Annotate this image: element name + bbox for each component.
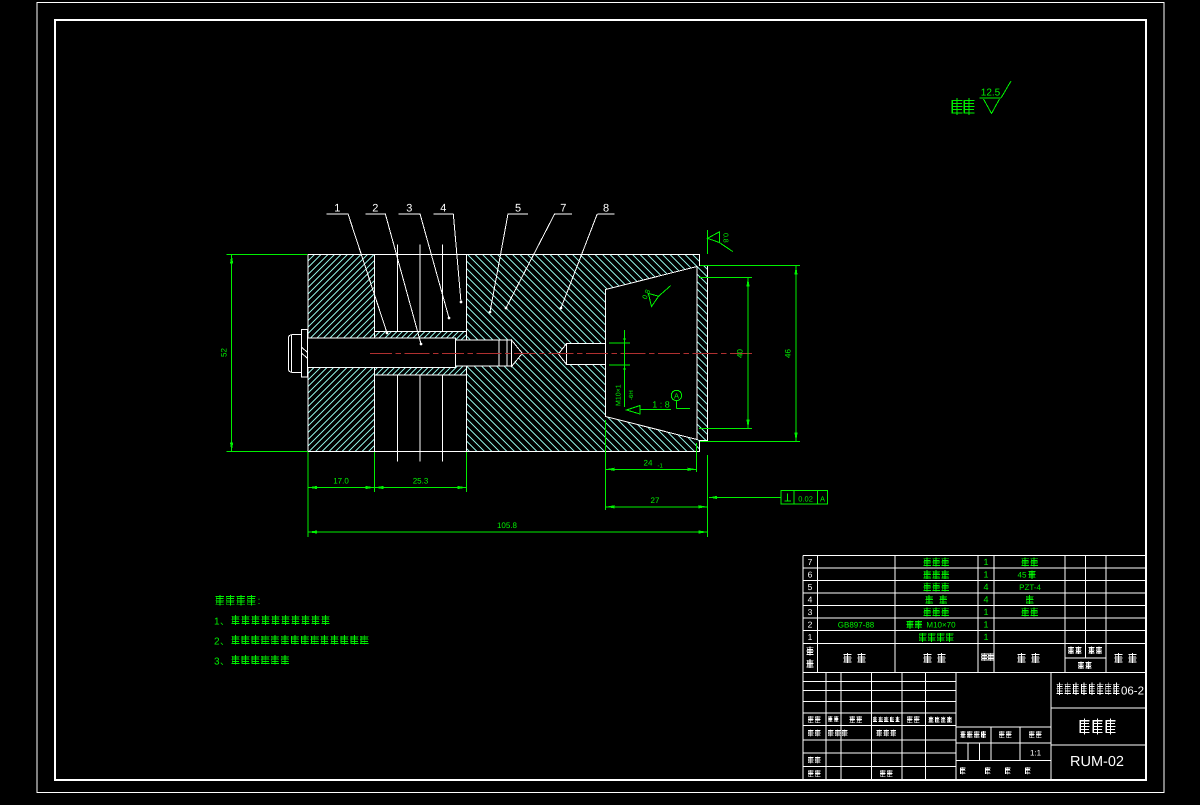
svg-text:A: A <box>820 494 825 503</box>
svg-text:、: 、 <box>220 657 229 667</box>
svg-text:3: 3 <box>406 202 412 214</box>
svg-text:1: 1 <box>983 557 988 567</box>
svg-text:12.5: 12.5 <box>981 88 1001 99</box>
svg-text:1: 1 <box>983 569 988 579</box>
svg-text:105.8: 105.8 <box>497 521 518 530</box>
svg-text:17.0: 17.0 <box>333 477 349 486</box>
svg-text:6: 6 <box>808 569 813 579</box>
svg-text:45: 45 <box>1018 570 1027 579</box>
svg-text:0.02: 0.02 <box>798 494 813 503</box>
svg-text:2: 2 <box>214 637 220 648</box>
svg-text:1 : 8: 1 : 8 <box>652 400 670 410</box>
svg-text:4: 4 <box>440 202 446 214</box>
svg-text:0.8: 0.8 <box>642 289 653 301</box>
svg-text:25.3: 25.3 <box>413 477 429 486</box>
svg-text:-1: -1 <box>658 463 664 470</box>
svg-text:24: 24 <box>644 459 653 468</box>
svg-text:1:1: 1:1 <box>1030 749 1042 758</box>
svg-text:27: 27 <box>651 496 660 505</box>
svg-text:1: 1 <box>983 619 988 629</box>
svg-text:2: 2 <box>808 619 813 629</box>
svg-text:46: 46 <box>784 349 793 358</box>
svg-text:-6H: -6H <box>628 390 635 400</box>
svg-text:RUM-02: RUM-02 <box>1070 754 1124 770</box>
svg-text:1: 1 <box>214 617 220 628</box>
svg-text:1: 1 <box>983 632 988 642</box>
svg-text:3: 3 <box>214 657 220 668</box>
svg-text:1: 1 <box>808 632 813 642</box>
svg-text:3: 3 <box>808 607 813 617</box>
svg-text:2: 2 <box>372 202 378 214</box>
svg-text:5: 5 <box>515 202 521 214</box>
svg-text:40: 40 <box>736 349 745 358</box>
svg-text:4: 4 <box>983 594 988 604</box>
svg-text:5: 5 <box>808 582 813 592</box>
svg-text:7: 7 <box>808 557 813 567</box>
svg-text:、: 、 <box>220 637 229 647</box>
svg-text::: : <box>258 596 261 607</box>
svg-text:0.8: 0.8 <box>722 233 729 243</box>
svg-text:52: 52 <box>220 348 229 357</box>
svg-text:06-2: 06-2 <box>1121 686 1144 698</box>
svg-text:A: A <box>674 392 679 401</box>
svg-text:M10×1: M10×1 <box>616 384 623 406</box>
svg-text:GB897-88: GB897-88 <box>838 620 875 629</box>
svg-text:、: 、 <box>220 617 229 627</box>
svg-text:1: 1 <box>983 607 988 617</box>
svg-text:M10×70: M10×70 <box>926 620 956 629</box>
svg-text:PZT-4: PZT-4 <box>1019 583 1041 592</box>
svg-text:4: 4 <box>983 582 988 592</box>
svg-text:8: 8 <box>603 202 609 214</box>
svg-text:7: 7 <box>560 202 566 214</box>
svg-text:4: 4 <box>808 594 813 604</box>
svg-text:1: 1 <box>334 202 340 214</box>
